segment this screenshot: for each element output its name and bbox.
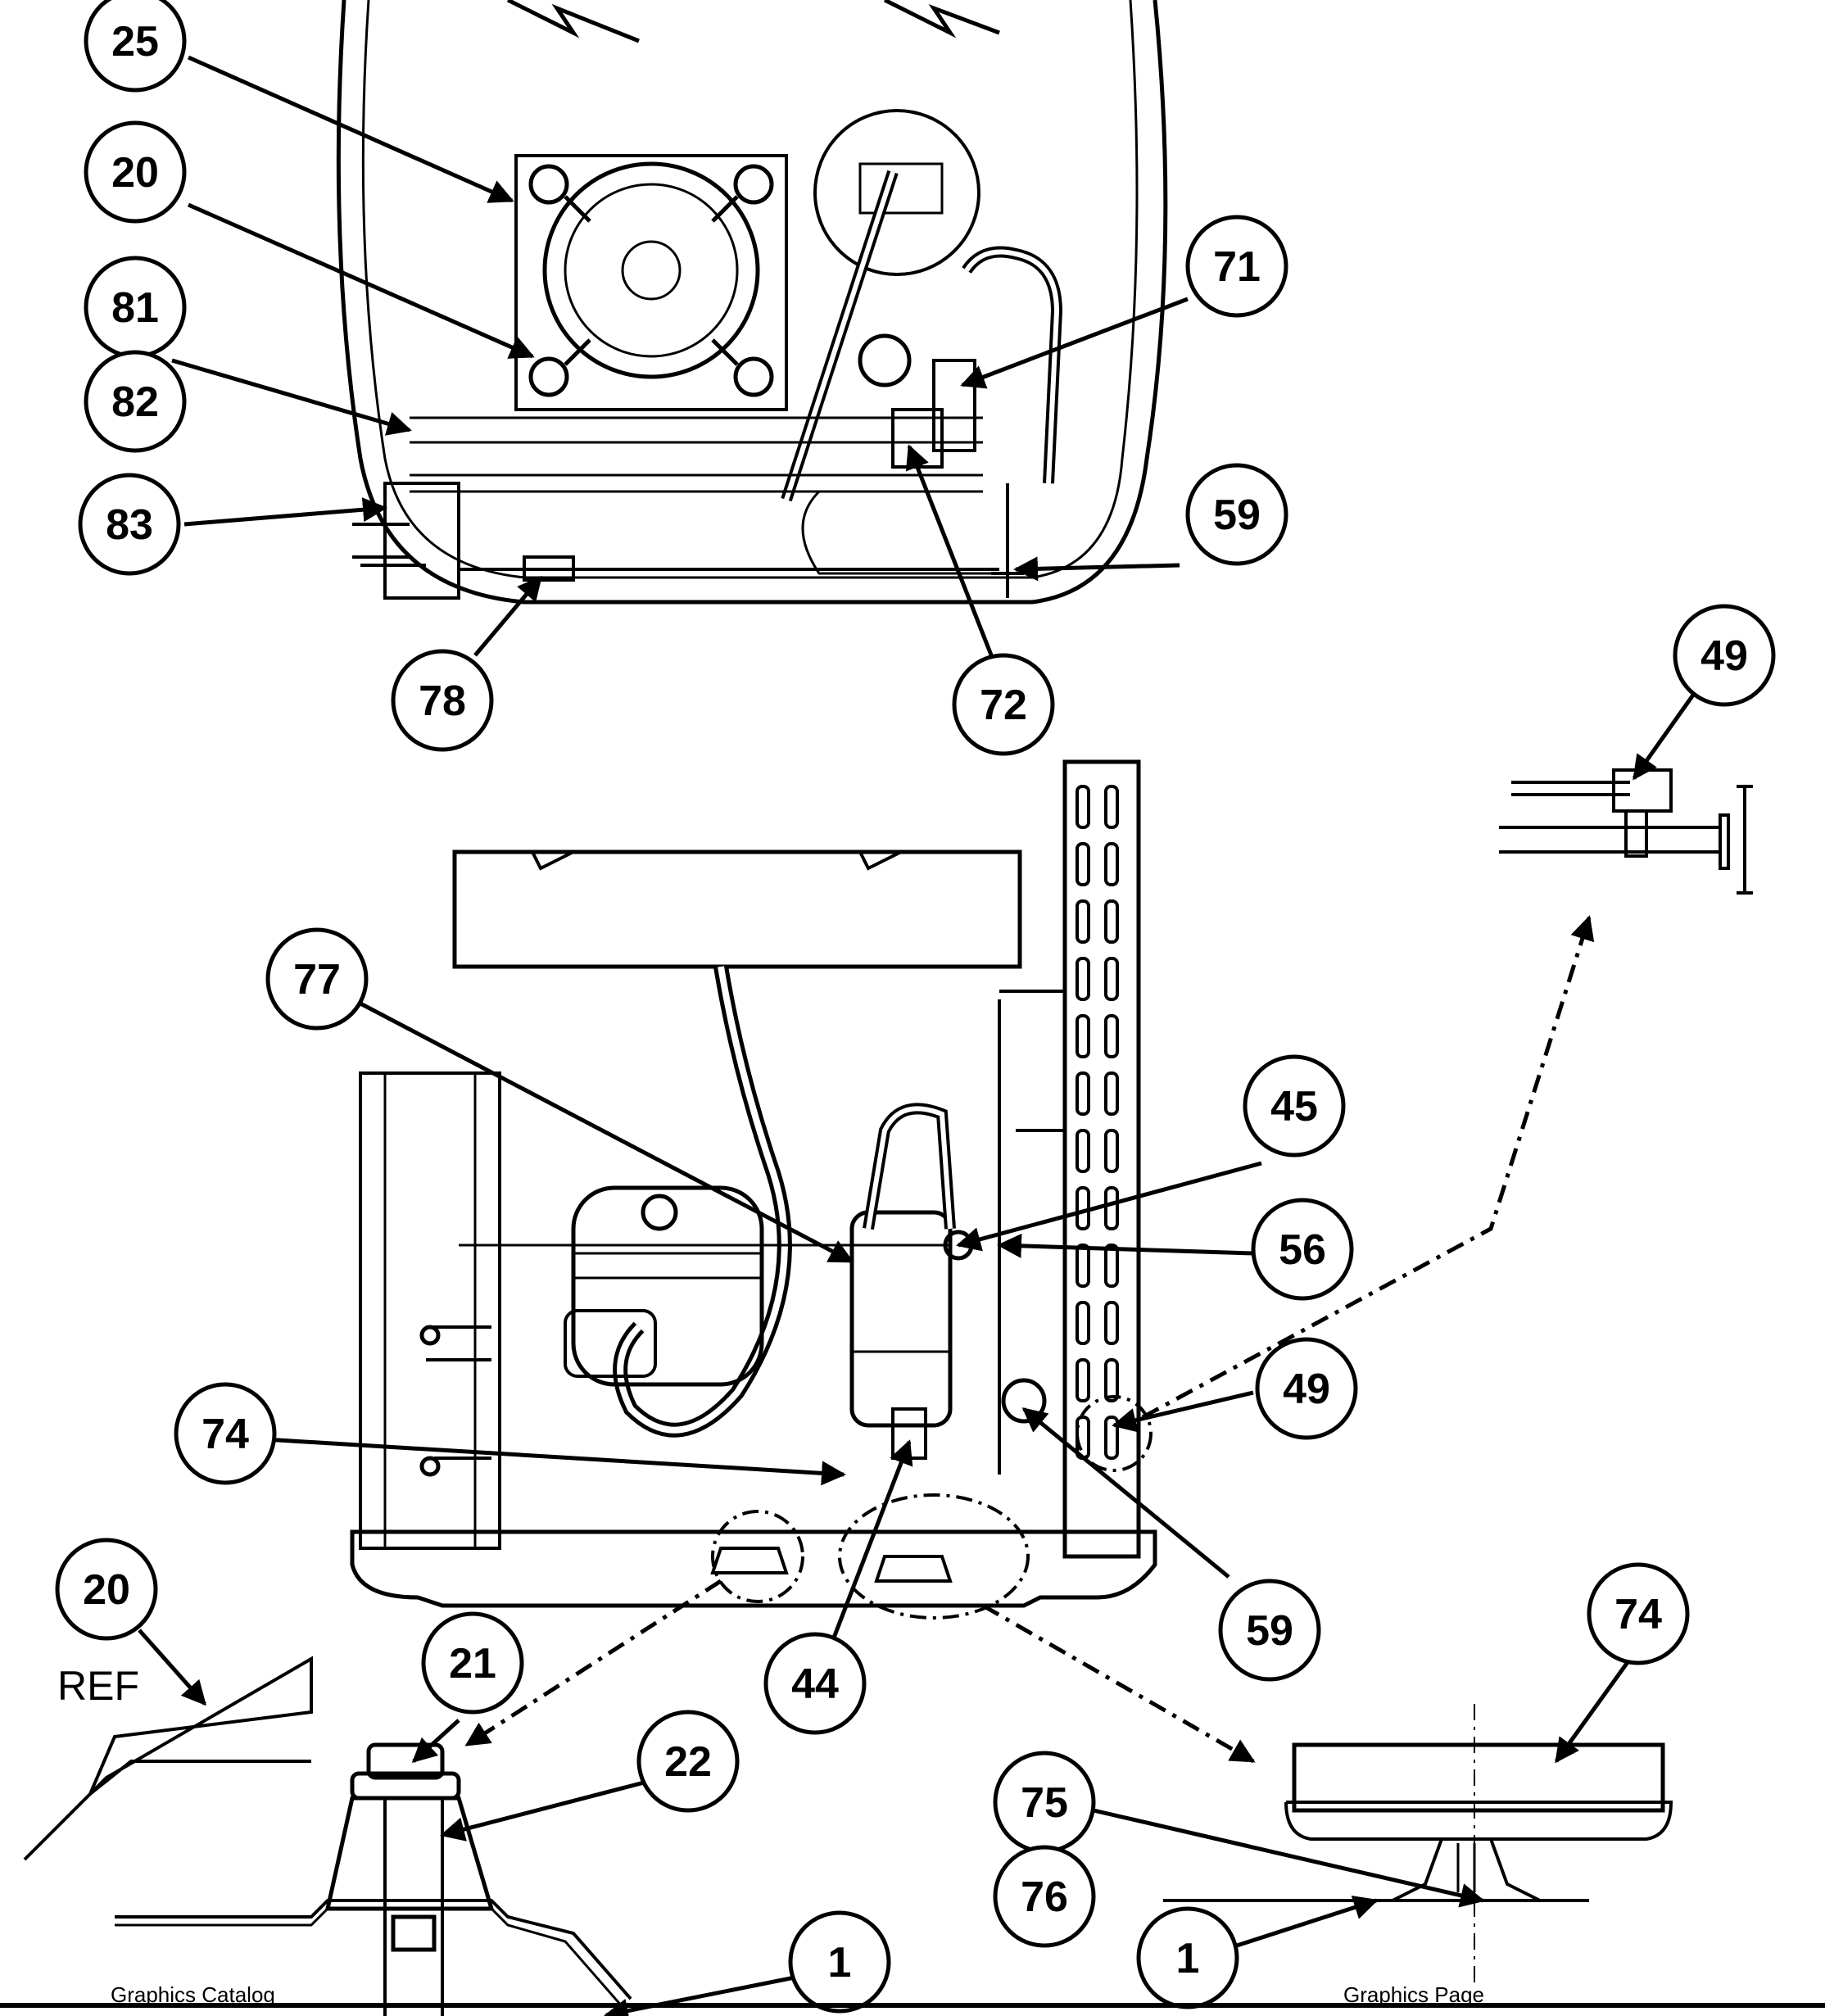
svg-text:77: 77: [293, 956, 341, 1003]
svg-text:74: 74: [1614, 1591, 1662, 1638]
callouts: 25 20 81 82 83 78 71 59 72 49 77 45 56 4…: [55, 0, 1776, 2014]
callout-49: 49: [1255, 1337, 1358, 1440]
callout-20-ref: 20: [55, 1538, 158, 1641]
callout-20-top: 20: [84, 120, 187, 224]
svg-text:20: 20: [83, 1566, 130, 1614]
svg-text:56: 56: [1279, 1226, 1326, 1274]
footer-left-text: Graphics Catalog: [111, 1982, 275, 2007]
top-view-unit: [336, 0, 1168, 605]
svg-text:81: 81: [111, 284, 159, 332]
ref-label: REF: [57, 1663, 139, 1709]
callout-49-detail: 49: [1673, 604, 1776, 707]
svg-text:59: 59: [1213, 492, 1261, 539]
callout-45: 45: [1243, 1054, 1346, 1158]
callout-75: 75: [993, 1751, 1096, 1854]
svg-text:72: 72: [980, 682, 1027, 729]
callout-1-left: 1: [788, 1910, 891, 2014]
svg-text:25: 25: [111, 18, 159, 66]
callout-77: 77: [265, 927, 369, 1031]
callout-59-top: 59: [1185, 463, 1288, 566]
callout-21: 21: [421, 1611, 524, 1715]
detail-49-view: [1499, 768, 1753, 895]
svg-text:1: 1: [828, 1939, 852, 1987]
callout-74-mid: 74: [174, 1382, 277, 1485]
svg-text:1: 1: [1176, 1935, 1200, 1982]
mount-detail-left: [23, 1656, 632, 2016]
mid-view-unit: [350, 759, 1157, 1620]
svg-text:22: 22: [664, 1738, 712, 1786]
callout-82: 82: [84, 350, 187, 453]
callout-83: 83: [78, 473, 181, 576]
callout-56: 56: [1251, 1198, 1354, 1301]
svg-text:75: 75: [1021, 1779, 1068, 1827]
svg-text:83: 83: [106, 501, 153, 549]
callout-81: 81: [84, 256, 187, 359]
svg-text:49: 49: [1700, 632, 1748, 680]
svg-text:82: 82: [111, 378, 159, 426]
callout-72: 72: [952, 653, 1055, 756]
svg-text:59: 59: [1246, 1607, 1293, 1655]
svg-text:45: 45: [1270, 1083, 1318, 1130]
callout-25: 25: [84, 0, 187, 93]
svg-text:78: 78: [419, 677, 466, 725]
callout-1-right: 1: [1136, 1906, 1239, 2009]
callout-arrows: [138, 55, 1706, 2016]
footer-right-text: Graphics Page: [1343, 1982, 1484, 2007]
callout-71: 71: [1185, 215, 1288, 318]
svg-text:74: 74: [202, 1411, 249, 1458]
svg-text:20: 20: [111, 149, 159, 197]
svg-text:49: 49: [1283, 1366, 1330, 1413]
callout-44: 44: [763, 1632, 867, 1735]
callout-74-right: 74: [1587, 1562, 1690, 1665]
callout-76: 76: [993, 1845, 1096, 1948]
svg-text:76: 76: [1021, 1873, 1068, 1921]
svg-text:44: 44: [791, 1660, 839, 1708]
svg-text:71: 71: [1213, 243, 1261, 291]
svg-text:21: 21: [449, 1640, 496, 1688]
detail-leaders: [464, 915, 1595, 1764]
callout-22: 22: [636, 1710, 740, 1813]
callout-59-mid: 59: [1218, 1579, 1321, 1682]
callout-78: 78: [391, 649, 494, 752]
